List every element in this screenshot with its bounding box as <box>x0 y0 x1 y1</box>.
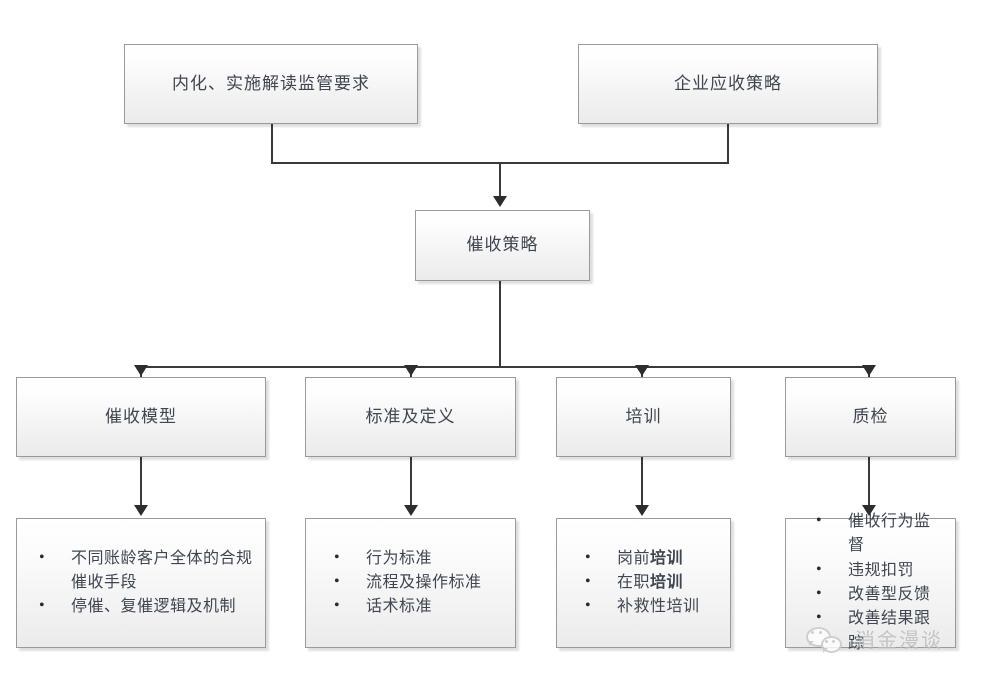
node-branch-quality-check[interactable]: 质检 <box>785 377 956 457</box>
node-branch-4-label: 质检 <box>852 406 889 426</box>
node-top-right[interactable]: 企业应收策略 <box>578 44 878 124</box>
node-center-strategy[interactable]: 催收策略 <box>415 210 590 281</box>
list-item-prefix: 在职 <box>617 573 651 591</box>
connector-topleft-down <box>271 124 273 164</box>
list-quality-check: 催收行为监督 违规扣罚 改善型反馈 改善结果跟踪 <box>802 509 945 656</box>
node-top-right-label: 企业应收策略 <box>674 73 782 93</box>
list-item: 话术标准 <box>320 594 505 619</box>
list-collection-model: 不同账龄客户全体的合规催收手段 停催、复催逻辑及机制 <box>25 546 255 620</box>
node-branch-1-label: 催收模型 <box>105 406 177 426</box>
list-item-prefix: 岗前 <box>617 549 651 567</box>
arrow-to-branch-2 <box>404 365 418 376</box>
list-item-emphasis: 培训 <box>650 573 684 591</box>
list-item-prefix: 补救性培训 <box>617 598 700 616</box>
arrow-to-list-1 <box>134 505 148 516</box>
connector-branch-2-to-list <box>410 457 412 507</box>
connector-branch-bar <box>140 366 868 368</box>
list-item: 岗前培训 <box>571 546 720 571</box>
list-training: 岗前培训 在职培训 补救性培训 <box>571 546 720 620</box>
list-item: 流程及操作标准 <box>320 570 505 595</box>
connector-branch-4-to-list <box>868 457 870 507</box>
arrow-to-branch-4 <box>862 365 876 376</box>
listbox-quality-check[interactable]: 催收行为监督 违规扣罚 改善型反馈 改善结果跟踪 <box>785 509 956 652</box>
list-item: 改善结果跟踪 <box>802 606 945 656</box>
node-top-left[interactable]: 内化、实施解读监管要求 <box>124 44 418 124</box>
list-item: 违规扣罚 <box>802 558 945 583</box>
listbox-collection-model[interactable]: 不同账龄客户全体的合规催收手段 停催、复催逻辑及机制 <box>16 518 266 648</box>
node-branch-collection-model[interactable]: 催收模型 <box>16 377 266 457</box>
list-item: 停催、复催逻辑及机制 <box>25 594 255 619</box>
arrow-to-list-3 <box>635 505 649 516</box>
node-branch-2-label: 标准及定义 <box>365 406 456 426</box>
list-item: 催收行为监督 <box>802 509 945 559</box>
list-item-emphasis: 培训 <box>650 549 684 567</box>
arrow-to-list-2 <box>404 505 418 516</box>
connector-branch-3-to-list <box>641 457 643 507</box>
arrow-to-branch-3 <box>635 365 649 376</box>
node-branch-3-label: 培训 <box>625 406 662 426</box>
node-center-strategy-label: 催收策略 <box>466 235 539 255</box>
arrow-to-center <box>493 196 507 207</box>
node-top-left-label: 内化、实施解读监管要求 <box>172 73 370 93</box>
list-item: 行为标准 <box>320 546 505 571</box>
listbox-standards[interactable]: 行为标准 流程及操作标准 话术标准 <box>305 518 516 648</box>
list-standards: 行为标准 流程及操作标准 话术标准 <box>320 546 505 620</box>
node-branch-training[interactable]: 培训 <box>556 377 731 457</box>
list-item: 在职培训 <box>571 570 720 595</box>
connector-join-to-center <box>499 162 501 200</box>
connector-center-down <box>499 281 501 368</box>
listbox-training[interactable]: 岗前培训 在职培训 补救性培训 <box>556 518 731 648</box>
connector-topright-down <box>727 124 729 164</box>
node-branch-standards[interactable]: 标准及定义 <box>305 377 516 457</box>
connector-branch-1-to-list <box>140 457 142 507</box>
list-item: 改善型反馈 <box>802 582 945 607</box>
arrow-to-branch-1 <box>134 365 148 376</box>
list-item: 不同账龄客户全体的合规催收手段 <box>25 546 255 596</box>
list-item: 补救性培训 <box>571 594 720 619</box>
